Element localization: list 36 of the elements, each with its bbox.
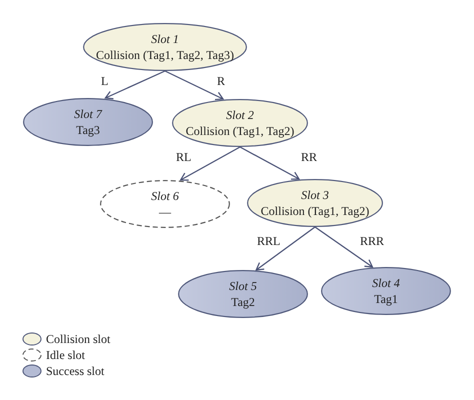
arrow [104, 70, 166, 100]
slot-number: Slot 4 [372, 275, 400, 291]
slot-ellipse [172, 99, 308, 147]
slot-status: Collision (Tag1, Tag2) [186, 123, 294, 139]
slot-number: Slot 6 [151, 188, 179, 204]
arrow [314, 226, 374, 268]
slot-status: Collision (Tag1, Tag2, Tag3) [96, 47, 234, 63]
arrow [180, 146, 240, 181]
slot-ellipse [23, 98, 153, 146]
legend-label: Collision slot [46, 332, 110, 346]
legend-label: Idle slot [46, 348, 85, 362]
slot-ellipse [100, 180, 230, 228]
arrow [256, 226, 316, 271]
edge-label: RRL [256, 234, 282, 248]
slot-ellipse [321, 267, 451, 315]
slot-number: Slot 1 [151, 31, 179, 47]
slot-status: Collision (Tag1, Tag2) [260, 203, 370, 219]
legend-label: Success slot [46, 364, 104, 378]
slot-status: Tag1 [374, 291, 398, 307]
arrow [240, 146, 300, 180]
edge-label: L [100, 74, 110, 88]
edge-label: R [216, 74, 226, 88]
edge-label: RRR [359, 234, 386, 248]
slot-status: — [159, 204, 171, 220]
edge-label: RR [300, 150, 318, 164]
slot-status: Tag3 [76, 122, 100, 138]
slot-status: Tag2 [231, 294, 255, 310]
slot-number: Slot 2 [226, 107, 254, 123]
slot-number: Slot 3 [301, 187, 329, 203]
slot-number: Slot 5 [229, 278, 257, 294]
slot-number: Slot 7 [74, 106, 102, 122]
arrow [164, 70, 224, 100]
slot-ellipse [247, 179, 383, 227]
slot-ellipse [83, 23, 247, 71]
edge-label: RL [175, 150, 192, 164]
slot-ellipse [178, 270, 308, 318]
